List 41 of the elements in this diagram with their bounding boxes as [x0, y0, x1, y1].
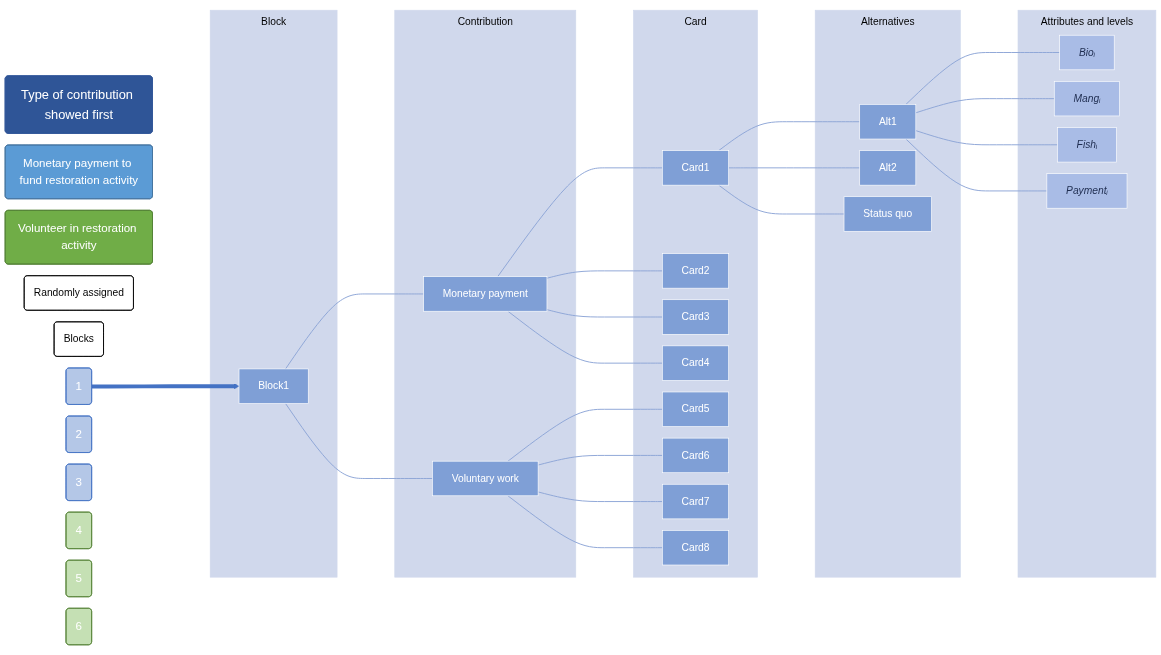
connector	[507, 408, 663, 462]
cluster	[1017, 9, 1157, 578]
cluster	[394, 9, 577, 578]
node-box	[1057, 127, 1117, 163]
connector	[728, 167, 861, 169]
node-box	[662, 345, 729, 381]
node-box	[662, 437, 729, 474]
node-box	[1059, 34, 1115, 71]
node-box	[238, 368, 309, 404]
node-box	[1053, 81, 1120, 117]
connector	[537, 491, 663, 503]
node-box	[662, 483, 729, 520]
arrow	[91, 383, 240, 390]
node-box	[662, 253, 729, 289]
node-box	[662, 391, 729, 427]
connector	[546, 309, 663, 318]
connector	[915, 130, 1058, 146]
connector	[285, 293, 425, 370]
connector	[497, 167, 663, 278]
connector	[285, 403, 433, 479]
node-box	[843, 196, 932, 232]
node-box	[662, 530, 729, 566]
node-box	[859, 150, 917, 186]
node-box	[1046, 173, 1128, 209]
cluster	[209, 9, 338, 578]
connector	[905, 52, 1061, 105]
node-box	[423, 276, 548, 312]
cluster	[814, 9, 961, 578]
connector	[507, 310, 663, 364]
connector	[507, 495, 663, 549]
connector	[537, 454, 663, 466]
node-box	[859, 104, 917, 140]
node-box	[662, 299, 729, 335]
node-box	[662, 150, 729, 186]
cluster	[633, 9, 758, 578]
connector	[905, 138, 1048, 192]
connector	[718, 121, 861, 152]
connector	[915, 98, 1055, 114]
connector	[546, 270, 663, 279]
node-box	[432, 460, 539, 497]
connector	[718, 184, 845, 215]
